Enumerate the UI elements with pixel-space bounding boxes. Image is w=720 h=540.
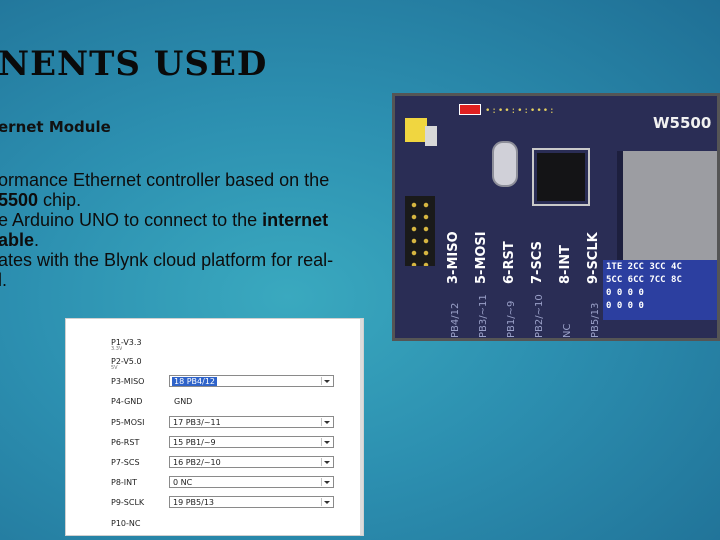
pin-table: 1TE 2CC 3CC 4C 5CC 6CC 7CC 8C 0 0 0 0 0 … xyxy=(603,260,717,320)
dropdown-arrow-icon[interactable] xyxy=(321,458,332,466)
pin-sublabel: 3.3V xyxy=(111,346,123,350)
solder-pads: •:••:•:•••: xyxy=(485,106,556,116)
pin-port: PB3/~11 xyxy=(478,294,489,338)
dropdown-arrow-icon[interactable] xyxy=(321,418,332,426)
pin-label: P8-INT xyxy=(111,478,138,487)
pin-table-row: 1TE 2CC 3CC 4C xyxy=(606,262,682,272)
sclk-select[interactable]: 19 PB5/13 xyxy=(169,496,334,508)
select-value: 0 NC xyxy=(173,478,193,487)
dropdown-arrow-icon[interactable] xyxy=(321,377,332,385)
crystal-icon xyxy=(492,141,518,187)
select-value: 17 PB3/~11 xyxy=(173,418,221,427)
scs-select[interactable]: 16 PB2/~10 xyxy=(169,456,334,468)
pin-port: PB1/~9 xyxy=(506,300,517,338)
pin-label: P9-SCLK xyxy=(111,498,145,507)
capacitor-icon xyxy=(425,126,437,146)
pin-table-row: 0 0 0 0 xyxy=(606,301,644,311)
bullet-list: ormance Ethernet controller based on the… xyxy=(0,170,378,290)
pin-table-row: 0 0 0 0 xyxy=(606,288,644,298)
dropdown-arrow-icon[interactable] xyxy=(321,438,332,446)
pin-config-panel: P1-V3.3 3.3V P2-V5.0 5V P3-MISO 18 PB4/1… xyxy=(65,318,364,536)
dropdown-arrow-icon[interactable] xyxy=(321,498,332,506)
rst-select[interactable]: 15 PB1/~9 xyxy=(169,436,334,448)
bullet-line: able. xyxy=(0,230,40,250)
select-value: 15 PB1/~9 xyxy=(173,438,216,447)
pin-label: P10-NC xyxy=(111,519,141,528)
w5500-chip-icon xyxy=(537,153,585,201)
pin-name: 7-SCS xyxy=(530,241,545,284)
pin-header-icon xyxy=(405,196,435,266)
pin-value: GND xyxy=(174,397,193,406)
pin-name: 8-INT xyxy=(558,244,573,284)
pin-port: NC xyxy=(562,323,573,338)
mosi-select[interactable]: 17 PB3/~11 xyxy=(169,416,334,428)
bullet-line: l. xyxy=(0,270,7,290)
select-value: 19 PB5/13 xyxy=(173,498,214,507)
int-select[interactable]: 0 NC xyxy=(169,476,334,488)
bullet-line: e Arduino UNO to connect to the internet xyxy=(0,210,329,230)
miso-select[interactable]: 18 PB4/12 xyxy=(169,375,334,387)
pin-label: P4-GND xyxy=(111,397,143,406)
board-pin: PB5/13 9-SCLK xyxy=(586,232,603,338)
pin-table-row: 5CC 6CC 7CC 8C xyxy=(606,275,682,285)
pin-sublabel: 5V xyxy=(111,365,118,369)
pin-label: P7-SCS xyxy=(111,458,140,467)
slide-subtitle: ernet Module xyxy=(0,118,111,136)
pin-name: 5-MOSI xyxy=(474,231,489,284)
pin-label: P1-V3.3 xyxy=(111,338,142,347)
pin-label: P2-V5.0 xyxy=(111,357,142,366)
led-icon xyxy=(459,104,481,115)
bullet-line: 5500 chip. xyxy=(0,190,82,210)
bullet-line: ormance Ethernet controller based on the xyxy=(0,170,330,190)
board-pin: PB2/~10 7-SCS xyxy=(530,234,547,338)
bullet-line: ates with the Blynk cloud platform for r… xyxy=(0,250,334,270)
board-pin: PB3/~11 5-MOSI xyxy=(474,231,491,338)
select-value: 18 PB4/12 xyxy=(172,377,217,386)
w5500-board-image: •:••:•:•••: W5500 PB4/12 3-MISO PB3/~11 … xyxy=(392,93,720,341)
board-pin: PB4/12 3-MISO xyxy=(446,231,463,338)
regulator-icon xyxy=(405,118,427,142)
pin-port: PB2/~10 xyxy=(534,294,545,338)
pin-label: P6-RST xyxy=(111,438,140,447)
pin-name: 3-MISO xyxy=(446,231,461,284)
pin-name: 9-SCLK xyxy=(586,232,601,284)
pin-label: P5-MOSI xyxy=(111,418,145,427)
slide-title: NENTS USED xyxy=(0,44,268,84)
pin-port: PB5/13 xyxy=(590,302,601,338)
pin-name: 6-RST xyxy=(502,241,517,284)
pin-label: P3-MISO xyxy=(111,377,145,386)
board-pin: NC 8-INT xyxy=(558,234,575,338)
dropdown-arrow-icon[interactable] xyxy=(321,478,332,486)
pin-port: PB4/12 xyxy=(450,302,461,338)
select-value: 16 PB2/~10 xyxy=(173,458,221,467)
rj45-jack-icon xyxy=(617,151,717,271)
board-pin: PB1/~9 6-RST xyxy=(502,234,519,338)
board-brand: W5500 xyxy=(653,114,712,132)
